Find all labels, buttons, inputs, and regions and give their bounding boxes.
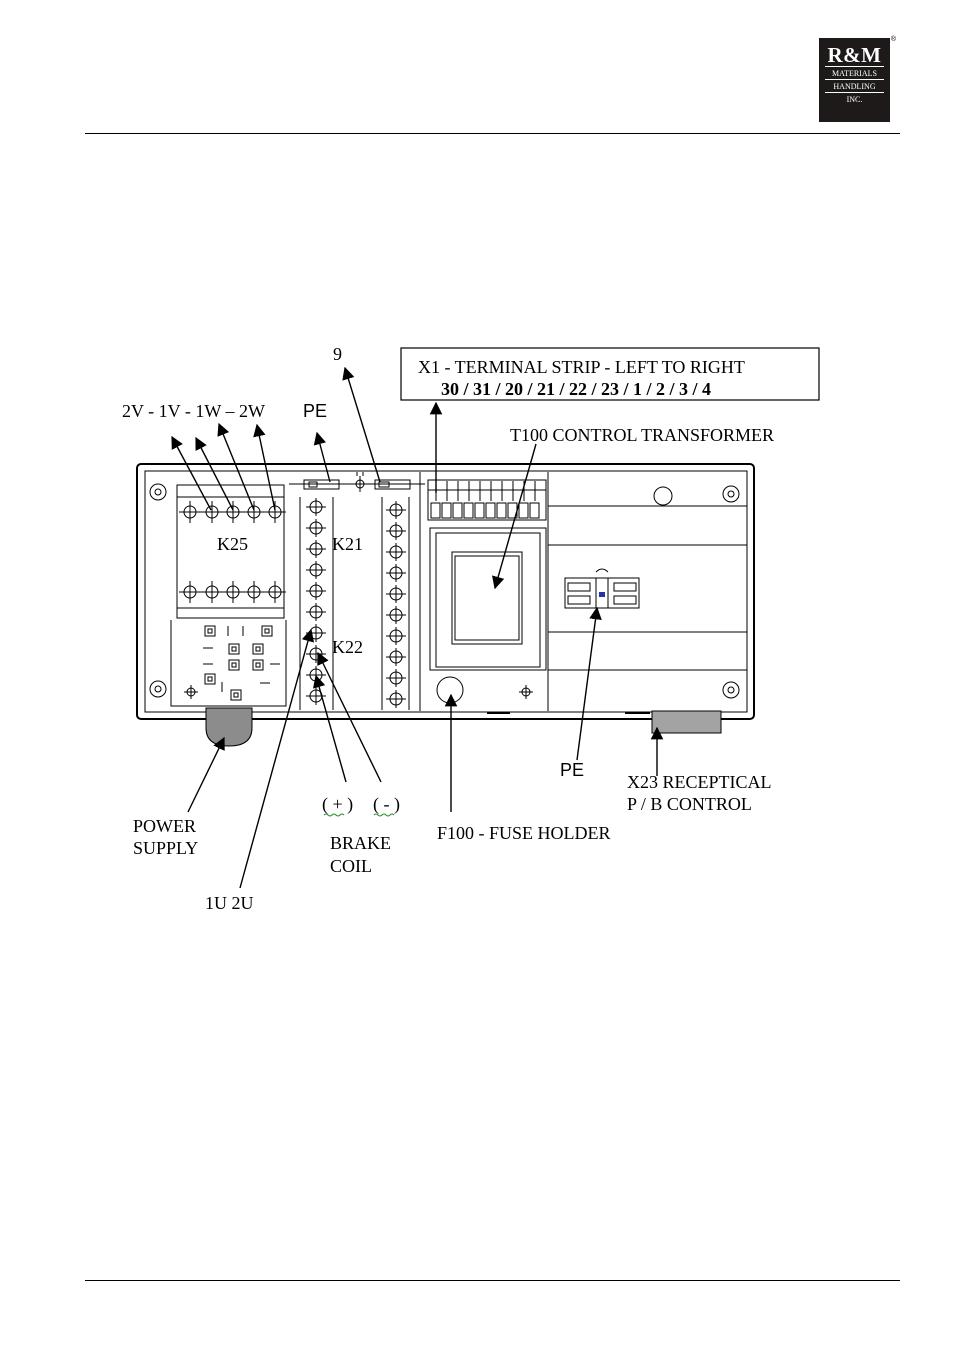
label-k25: K25 <box>217 534 248 554</box>
label-9: 9 <box>333 344 342 364</box>
label-motor-terminals: 2V - 1V - 1W – 2W <box>122 401 265 421</box>
label-brake-plus: ( + ) <box>322 794 353 815</box>
label-brake-line2: COIL <box>330 856 372 876</box>
x23-receptacle <box>652 711 721 733</box>
terminal-strip-title: X1 - TERMINAL STRIP - LEFT TO RIGHT <box>418 357 745 377</box>
label-power-line1: POWER <box>133 816 196 836</box>
minus-underline <box>374 814 394 816</box>
label-brake-line1: BRAKE <box>330 833 391 853</box>
label-k22: K22 <box>332 637 363 657</box>
label-k21: K21 <box>332 534 363 554</box>
power-supply-gland <box>206 708 252 746</box>
label-x23-line2: P / B CONTROL <box>627 794 752 814</box>
label-power-line2: SUPPLY <box>133 838 198 858</box>
label-u-terminals: 1U 2U <box>205 893 254 913</box>
label-t100: T100 CONTROL TRANSFORMER <box>510 425 774 445</box>
plus-underline <box>324 814 344 816</box>
label-x23-line1: X23 RECEPTICAL <box>627 772 772 792</box>
label-f100: F100 - FUSE HOLDER <box>437 823 611 843</box>
terminal-strip-order: 30 / 31 / 20 / 21 / 22 / 23 / 1 / 2 / 3 … <box>441 379 711 399</box>
label-pe-top: PE <box>303 401 327 421</box>
label-brake-minus: ( - ) <box>373 794 400 815</box>
label-pe-bottom: PE <box>560 760 584 780</box>
